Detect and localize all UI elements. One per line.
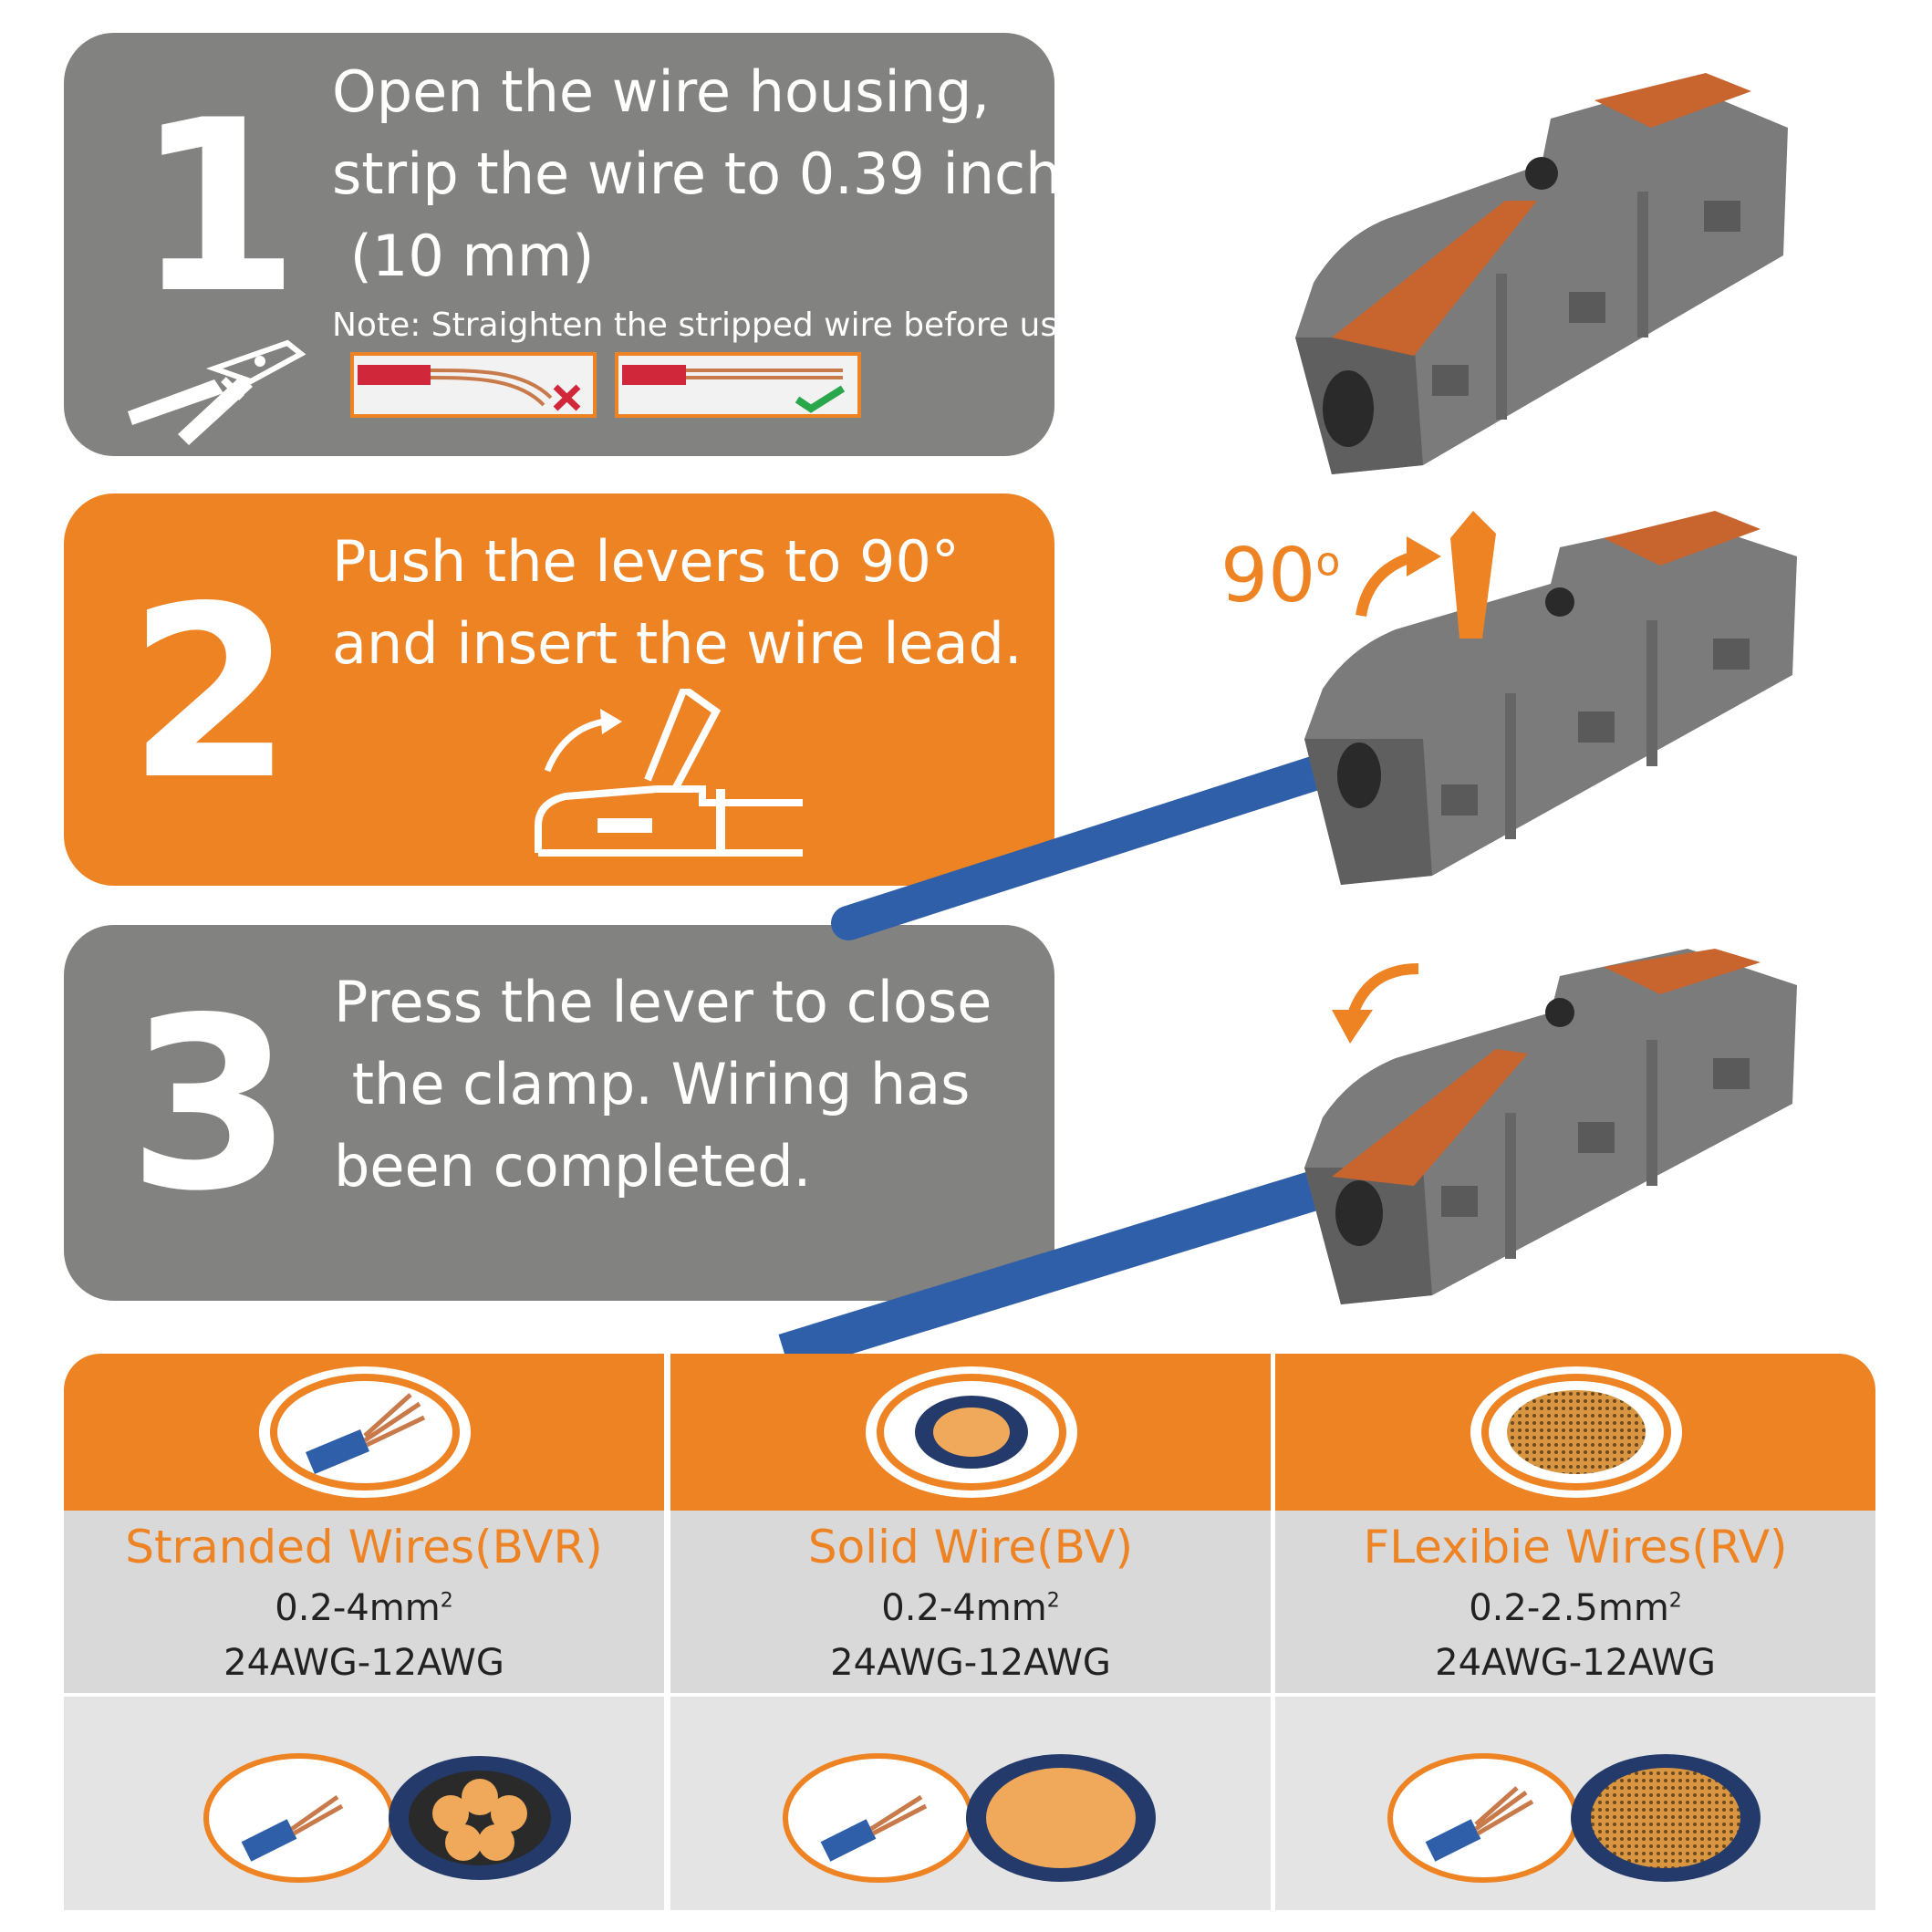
wire-type-name: FLexibie Wires(RV) [1363,1521,1788,1574]
step-1-number: 1 [135,70,300,346]
step-3-card: 3 Press the lever to close the clamp. Wi… [64,925,1054,1301]
lever-open-icon [535,689,803,857]
lever-arrow-up-icon [1356,536,1441,618]
step-3-number: 3 [128,968,293,1243]
wire-type-panel-solid: Solid Wire(BV) 0.2-4mm2 24AWG-12AWG [670,1354,1271,1910]
stranded-wire-icon [259,1366,471,1498]
wire-type-area-unit: 2 [440,1589,453,1613]
wire-type-area-value: 0.2-4mm [881,1587,1047,1629]
angle-value: 90 [1220,533,1316,619]
flexible-wire-cross-section-icon [1387,1753,1761,1883]
flexible-wire-icon [1470,1366,1682,1498]
step-1-line-2: strip the wire to 0.39 inch [332,140,1062,207]
wire-type-panel-flexible: FLexibie Wires(RV) 0.2-2.5mm2 24AWG-12AW… [1275,1354,1875,1910]
wire-type-area: 0.2-2.5mm2 [1275,1587,1875,1629]
step-2-card: 2 Push the levers to 90° and insert the … [64,493,1054,886]
angle-unit: o [1315,538,1341,586]
bent-wire-wrong-icon [350,352,597,418]
wire-type-area-unit: 2 [1046,1589,1060,1613]
connector-closed-image [1295,73,1788,474]
wire-type-name: Stranded Wires(BVR) [125,1521,603,1574]
connector-open-image [1304,511,1797,885]
wire-stripper-icon [128,339,306,445]
wire-type-area: 0.2-4mm2 [670,1587,1271,1629]
lever-arrow-down-icon [1332,963,1419,1044]
step-1-note: Note: Straighten the stripped wire befor… [332,306,1088,344]
solid-wire-cross-section-icon [783,1753,1156,1883]
step-1-line-3: (10 mm) [332,223,595,289]
step-3-line-1: Press the lever to close [334,969,992,1035]
panel-spec-area [64,1511,664,1693]
angle-label: 90o [1220,533,1340,619]
wire-type-name: Solid Wire(BV) [807,1521,1134,1574]
stranded-wire-cross-section-icon [203,1753,571,1883]
solid-wire-icon [866,1366,1077,1498]
straight-wire-correct-icon [615,352,861,418]
wire-type-area-value: 0.2-2.5mm [1469,1587,1669,1629]
step-2-line-1: Push the levers to 90° [332,528,960,595]
wire-type-area: 0.2-4mm2 [64,1587,664,1629]
wire-type-panel-stranded: Stranded Wires(BVR) 0.2-4mm2 24AWG-12AWG [64,1354,664,1910]
step-2-number: 2 [128,556,293,832]
step-3-line-2: the clamp. Wiring has [334,1051,971,1117]
wire-type-area-unit: 2 [1668,1589,1682,1613]
step-2-line-2: and insert the wire lead. [332,610,1023,677]
connector-wired-image [1304,949,1797,1304]
step-3-line-3: been completed. [334,1133,812,1200]
step-1-card: 1 Open the wire housing, strip the wire … [64,33,1088,456]
panel-spec-area [670,1511,1271,1693]
wire-type-gauge: 24AWG-12AWG [223,1642,504,1684]
wire-type-gauge: 24AWG-12AWG [830,1642,1111,1684]
wire-type-area-value: 0.2-4mm [275,1587,441,1629]
wire-type-gauge: 24AWG-12AWG [1435,1642,1716,1684]
panel-spec-area [1275,1511,1875,1693]
step-1-line-1: Open the wire housing, [332,58,991,125]
